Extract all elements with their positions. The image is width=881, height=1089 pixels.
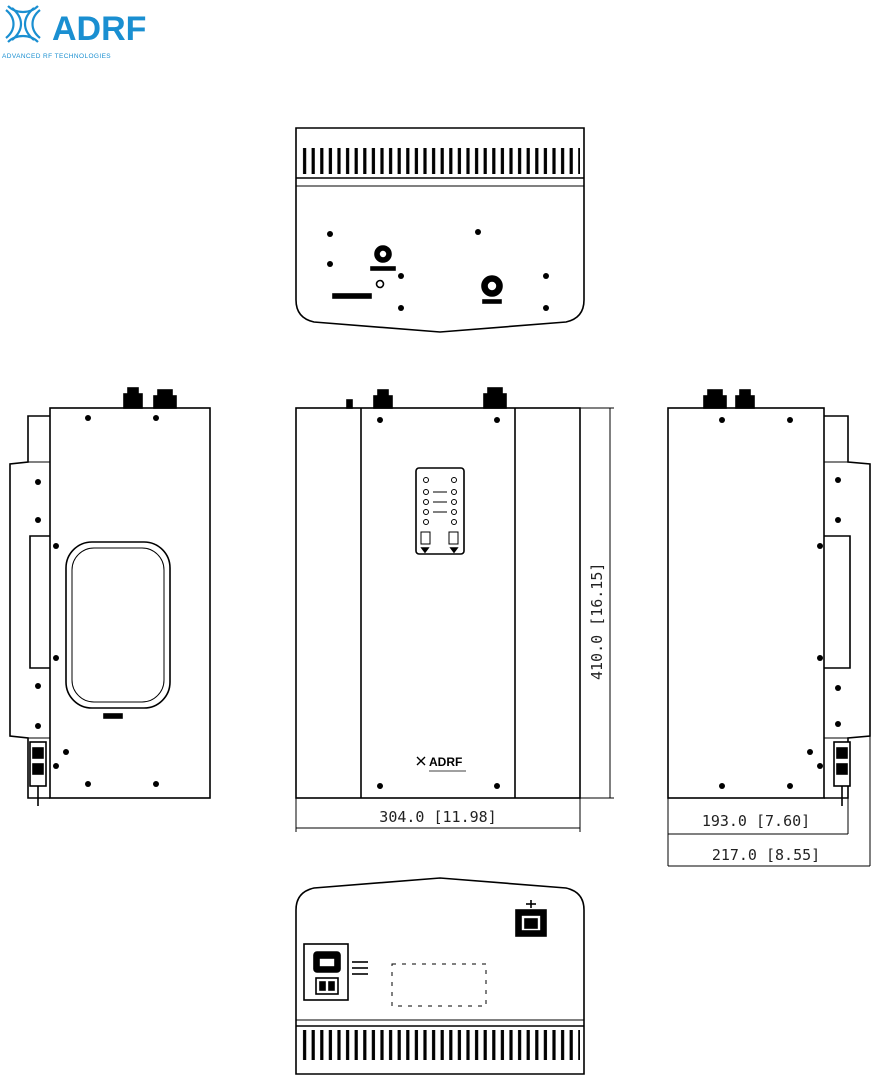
front-view: ADRF xyxy=(296,388,614,832)
led-panel-icon xyxy=(416,468,464,554)
rf-connector-icon xyxy=(124,388,142,408)
front-width-dimension: 304.0 [11.98] xyxy=(379,808,496,826)
side-depth-overall-dimension: 217.0 [8.55] xyxy=(712,846,820,864)
left-side-view xyxy=(10,388,210,806)
rf-connector-icon xyxy=(736,390,754,408)
side-depth-body-dimension: 193.0 [7.60] xyxy=(702,812,810,830)
rf-connector-icon xyxy=(704,390,726,408)
rf-connector-icon xyxy=(374,390,392,408)
front-height-dimension: 410.0 [16.15] xyxy=(588,563,606,680)
panel-logo-text: ADRF xyxy=(429,755,462,769)
rf-connector-icon xyxy=(484,388,506,408)
right-side-view xyxy=(668,390,870,866)
top-view xyxy=(296,128,584,332)
bottom-view xyxy=(296,878,584,1074)
rf-connector-icon xyxy=(154,390,176,408)
